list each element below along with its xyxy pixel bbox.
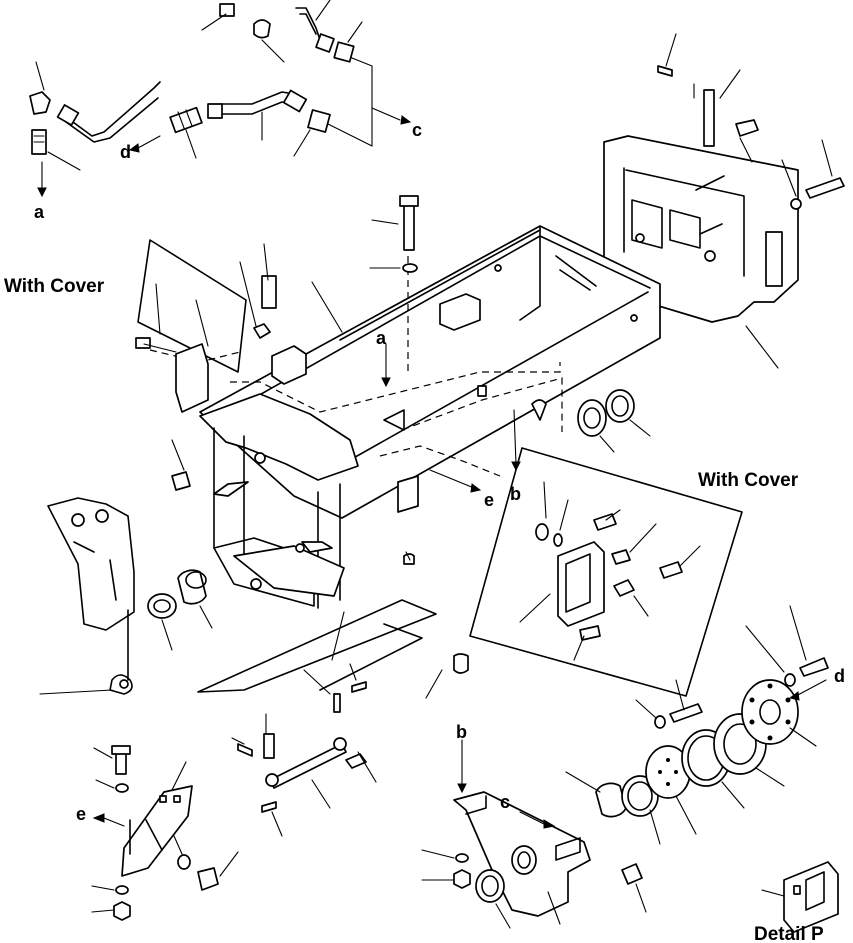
link-pin-small (351, 681, 367, 693)
left-block-outline (39, 497, 213, 695)
lower-left-bracket (91, 745, 239, 921)
clamp (253, 19, 271, 39)
with-cover-right-detail (469, 389, 743, 697)
pin-c (261, 801, 277, 813)
drive-washer (654, 715, 666, 729)
top-union (333, 41, 355, 63)
drive-bolt (669, 703, 703, 723)
link-pin-top (333, 693, 341, 713)
frame-top-bolt (403, 199, 415, 251)
tube-nut-mid (207, 103, 223, 119)
grease-fitting (531, 399, 547, 421)
counterweight-slot (765, 231, 783, 287)
top-bolt-fitting (219, 3, 235, 17)
bracket-bore (511, 845, 537, 875)
counterweight-assembly (603, 33, 845, 369)
with-cover-left-label: With Cover (4, 276, 105, 297)
frame-plate (397, 475, 419, 513)
long-bolt-right (805, 177, 845, 199)
upper-bushing-right (605, 389, 635, 423)
callout-a-top: a (34, 202, 45, 222)
callout-c-top: c (412, 120, 422, 140)
linkage-cap (453, 653, 469, 674)
lower-bolt (621, 863, 643, 885)
flange-bolt (799, 657, 829, 677)
frame-body (199, 225, 661, 519)
callout-e-bracket: e (76, 804, 86, 824)
hydraulic-tube-assembly (29, 0, 412, 198)
cover-bolt-upper (593, 513, 617, 531)
callout-b-frame: b (510, 484, 521, 504)
top-tube-nut (315, 33, 335, 53)
cover-plate-left (175, 343, 209, 413)
front-bracket-pin (213, 481, 249, 497)
stop-block (261, 275, 277, 309)
flange-washer (784, 673, 796, 687)
callout-b-bracket: b (456, 722, 467, 742)
cover-bolt-right (659, 561, 683, 579)
bracket-washer-side (177, 854, 191, 870)
right-drive-assembly (565, 605, 829, 845)
lower-center-bracket (421, 739, 647, 929)
detail-p-label: Detail P (754, 924, 824, 943)
callout-e-frame: e (484, 490, 494, 510)
center-linkage (197, 551, 469, 837)
cover-bolt-left (135, 337, 151, 349)
mid-union (307, 109, 331, 133)
lower-crossmember (233, 545, 345, 597)
front-crossmember (199, 393, 359, 481)
callout-a-frame: a (376, 328, 387, 348)
pin-a (263, 733, 275, 759)
front-left-bolt (171, 471, 191, 491)
frame-hook (301, 541, 333, 553)
upper-bushing-left (577, 399, 607, 437)
bushing-small (147, 593, 177, 619)
tube-nut-left (56, 104, 80, 126)
elbow-fitting (29, 91, 51, 115)
bushing-lower (475, 869, 505, 903)
washer-right (790, 198, 802, 210)
main-frame (149, 195, 661, 661)
link-rod (269, 743, 347, 789)
bolt-upper (735, 119, 759, 137)
lower-washer (455, 853, 469, 863)
cover-plate-right (557, 541, 605, 627)
cover-clip (611, 549, 631, 565)
with-cover-right-label: With Cover (698, 470, 799, 491)
cover-washer (553, 533, 563, 547)
support-bracket (121, 785, 193, 877)
callout-d-flange: d (834, 666, 845, 686)
tube-nut-right (282, 89, 308, 113)
callout-d-top: d (120, 142, 131, 162)
d-connector (169, 106, 203, 134)
vertical-pin (703, 89, 715, 147)
detail-p-plate (783, 861, 839, 933)
bumper-block (271, 345, 307, 385)
drive-flange (741, 679, 799, 745)
cover-nut (535, 523, 549, 541)
small-pin (657, 65, 673, 77)
pin-b (237, 743, 253, 757)
lower-nut (453, 869, 471, 889)
cover-bolt-lower (579, 625, 601, 641)
callout-c-bracket: c (500, 792, 510, 812)
bracket-washer-top (115, 783, 129, 793)
detail-p-part (761, 861, 839, 933)
cover-latch (613, 579, 635, 597)
bracket-nut (113, 901, 131, 921)
bracket-bolt-side (197, 867, 219, 891)
with-cover-left-detail (135, 239, 247, 413)
frame-block (439, 293, 481, 331)
bracket-washer-bottom (115, 885, 129, 895)
frame-top-washer (402, 263, 418, 273)
